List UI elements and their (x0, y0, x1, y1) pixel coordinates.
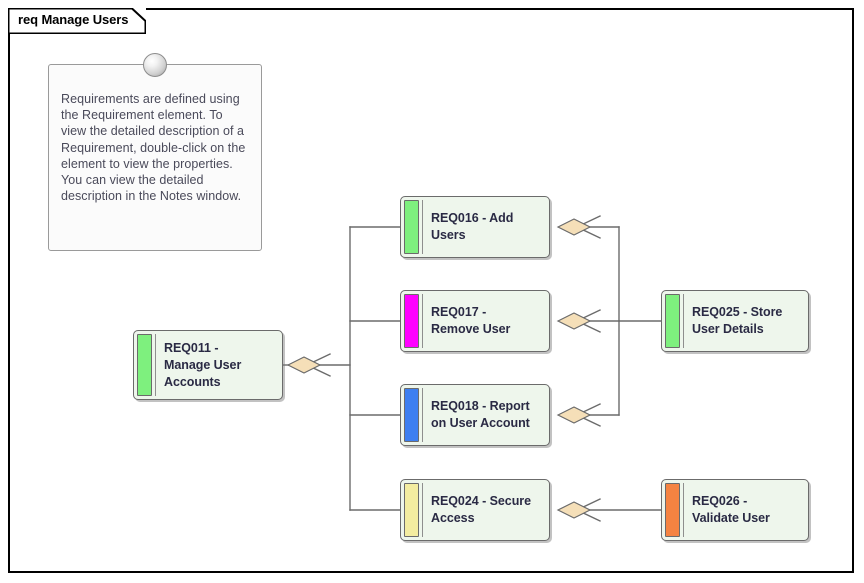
requirement-label: REQ017 - Remove User (431, 305, 511, 336)
requirement-divider (422, 294, 423, 348)
requirement-label: REQ018 - Report on User Account (431, 399, 530, 430)
requirement-label: REQ024 - Secure Access (431, 494, 531, 525)
requirement-divider (422, 200, 423, 254)
requirement-divider (422, 388, 423, 442)
requirement-stripe (665, 294, 680, 348)
requirement-req025[interactable]: REQ025 - Store User Details (661, 290, 809, 352)
frame-tab-shape (8, 8, 146, 34)
requirement-label: REQ016 - Add Users (431, 211, 514, 242)
requirement-divider (683, 483, 684, 537)
note-element[interactable]: Requirements are defined using the Requi… (48, 53, 262, 251)
requirement-req011[interactable]: REQ011 - Manage User Accounts (133, 330, 283, 400)
requirement-divider (422, 483, 423, 537)
note-text: Requirements are defined using the Requi… (61, 92, 246, 204)
sphere-pin-icon (143, 53, 167, 77)
requirement-stripe (404, 200, 419, 254)
requirement-stripe (404, 388, 419, 442)
requirement-req024[interactable]: REQ024 - Secure Access (400, 479, 550, 541)
requirement-req016[interactable]: REQ016 - Add Users (400, 196, 550, 258)
requirement-req017[interactable]: REQ017 - Remove User (400, 290, 550, 352)
requirement-req026[interactable]: REQ026 - Validate User (661, 479, 809, 541)
requirement-stripe (137, 334, 152, 396)
requirement-label: REQ026 - Validate User (692, 494, 770, 525)
diagram-frame (8, 8, 854, 573)
diagram-title: req Manage Users (18, 12, 129, 27)
requirement-label: REQ011 - Manage User Accounts (164, 340, 242, 389)
requirement-req018[interactable]: REQ018 - Report on User Account (400, 384, 550, 446)
requirement-stripe (665, 483, 680, 537)
requirement-stripe (404, 294, 419, 348)
requirement-divider (683, 294, 684, 348)
requirement-divider (155, 334, 156, 396)
requirement-stripe (404, 483, 419, 537)
diagram-frame-tab[interactable]: req Manage Users (8, 8, 146, 34)
requirement-label: REQ025 - Store User Details (692, 305, 783, 336)
